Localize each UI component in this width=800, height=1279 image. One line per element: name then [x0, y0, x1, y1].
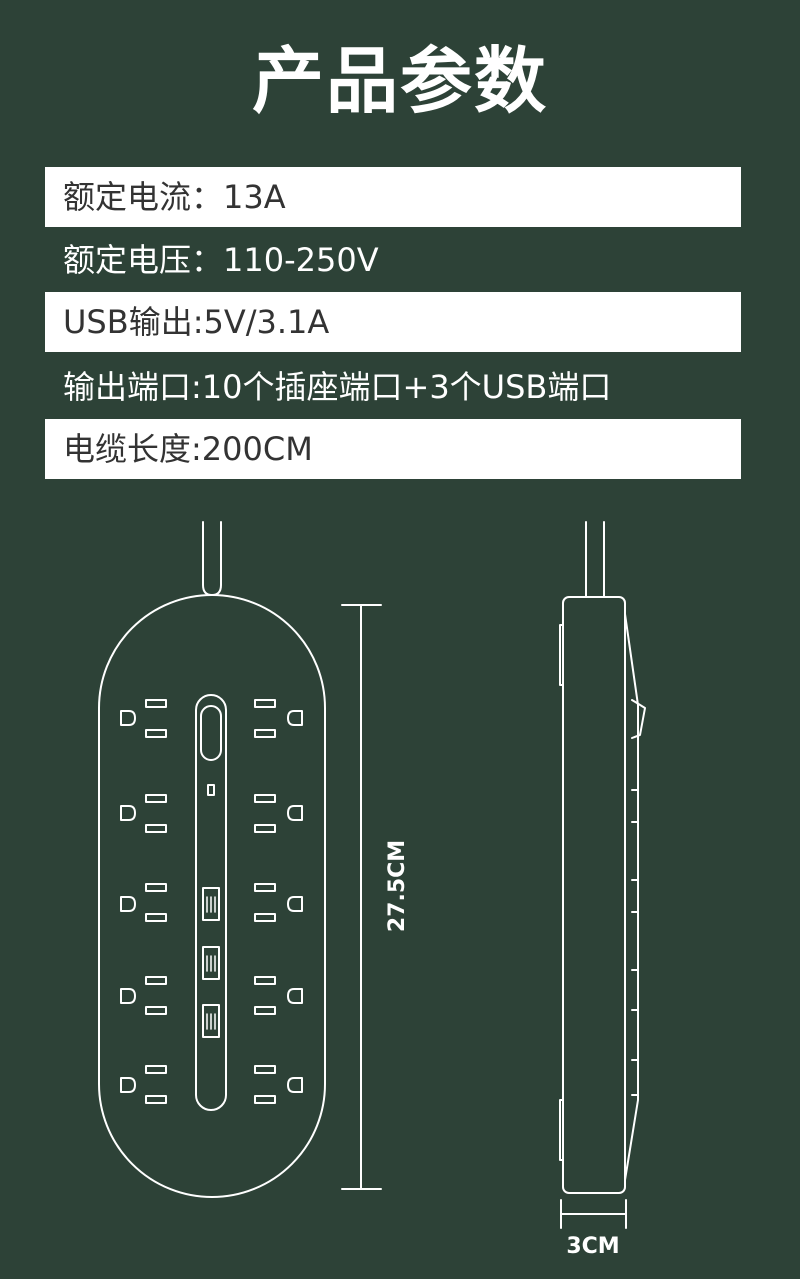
front-body	[98, 594, 326, 1198]
spec-output-ports: 输出端口:10个插座端口+3个USB端口	[63, 368, 612, 406]
width-dimension-line	[560, 1199, 627, 1229]
page-title: 产品参数	[251, 39, 548, 123]
usb-port-icon	[202, 946, 220, 980]
spec-rated-current: 额定电流：13A	[45, 167, 741, 227]
outlet-icon	[120, 883, 167, 922]
center-panel	[195, 694, 227, 1111]
outlet-icon	[254, 883, 303, 922]
length-label: 27.5CM	[385, 840, 410, 932]
indicator-led-icon	[207, 784, 215, 796]
outlet-icon	[120, 1065, 167, 1104]
spec-usb-output: USB输出:5V/3.1A	[45, 292, 741, 352]
usb-port-icon	[202, 887, 220, 921]
outlet-icon	[254, 1065, 303, 1104]
switch-icon	[200, 705, 222, 761]
width-label: 3CM	[566, 1234, 619, 1259]
side-view-drawing	[559, 521, 646, 1194]
outlet-icon	[254, 976, 303, 1015]
usb-port-icon	[202, 1004, 220, 1038]
outlet-icon	[120, 976, 167, 1015]
power-strip-diagram: 27.5CM 3CM	[98, 521, 646, 1259]
spec-cable-length: 电缆长度:200CM	[45, 419, 741, 479]
outlet-icon	[254, 699, 303, 738]
front-view-drawing	[98, 521, 326, 1198]
side-body	[562, 596, 626, 1194]
outlet-icon	[120, 699, 167, 738]
outlet-icon	[120, 794, 167, 833]
outlet-icon	[254, 794, 303, 833]
spec-rated-voltage: 额定电压：110-250V	[63, 241, 379, 279]
length-dimension-line	[341, 604, 382, 1190]
front-cable	[202, 521, 222, 596]
side-cable	[585, 521, 605, 598]
